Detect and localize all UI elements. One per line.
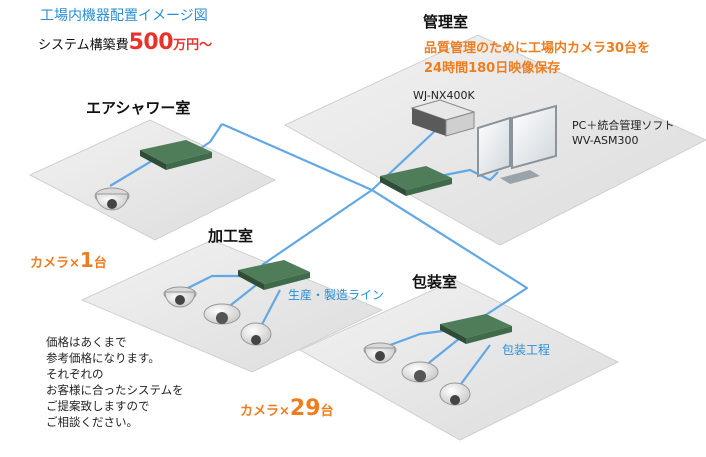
room-name-packaging: 包装室 — [412, 273, 458, 291]
switch-hub-management — [380, 166, 452, 196]
room-name-processing: 加工室 — [208, 227, 254, 245]
total-camera-prefix: カメラ× — [240, 404, 290, 419]
production-line-label: 生産・製造ライン — [288, 288, 385, 302]
air-shower-camera-unit: 台 — [93, 256, 107, 271]
note-line: 価格はあくまで — [46, 335, 127, 349]
cost-unit: 万円～ — [173, 38, 213, 53]
air-shower-camera-count: カメラ×1台 — [30, 249, 107, 272]
cost-number: 500 — [128, 30, 174, 55]
note-line: 参考価格になります。 — [46, 351, 160, 365]
pc-label-line2: WV-ASM300 — [572, 134, 639, 147]
note-line: ご相談ください。 — [46, 415, 138, 429]
management-description-line2: 24時間180日映像保存 — [424, 61, 561, 76]
dome-camera-processing-1 — [163, 286, 197, 308]
pc-label-line1: PC＋統合管理ソフト — [572, 119, 675, 132]
total-camera-count: カメラ×29台 — [240, 396, 334, 421]
switch-hub-processing — [238, 260, 310, 290]
room-name-air-shower: エアシャワー室 — [86, 99, 191, 117]
total-camera-number: 29 — [289, 396, 321, 421]
switch-hub-air-shower — [140, 140, 212, 170]
packaging-process-label: 包装工程 — [502, 343, 551, 357]
total-camera-unit: 台 — [320, 404, 334, 419]
network-recorder — [410, 99, 476, 137]
note-line: お客様に合ったシステムを — [46, 383, 184, 397]
cost-prefix: システム構築費 — [38, 38, 129, 53]
system-cost: システム構築費500万円～ — [38, 30, 212, 55]
box-camera-packaging — [439, 382, 471, 406]
diagram-title: 工場内機器配置イメージ図 — [40, 8, 208, 24]
air-shower-camera-number: 1 — [79, 248, 94, 272]
floor-air-shower — [28, 119, 277, 241]
recorder-label: WJ-NX400K — [413, 89, 475, 102]
price-note: 価格はあくまで 参考価格になります。 それぞれの お客様に合ったシステムを ご提… — [46, 334, 246, 430]
note-line: それぞれの — [46, 367, 104, 381]
box-camera-processing — [240, 322, 272, 346]
room-name-management: 管理室 — [423, 13, 469, 31]
dome-camera-packaging-1 — [363, 342, 397, 364]
fisheye-camera-packaging — [401, 361, 439, 383]
pc-monitors — [477, 104, 557, 184]
air-shower-camera-prefix: カメラ× — [30, 256, 80, 271]
fisheye-camera-processing — [203, 303, 241, 325]
management-description-line1: 品質管理のために工場内カメラ30台を — [424, 41, 651, 56]
switch-hub-packaging — [440, 314, 512, 344]
dome-camera-air-shower — [94, 187, 130, 211]
floor-packaging — [298, 279, 620, 441]
note-line: ご提案致しますので — [46, 399, 150, 413]
